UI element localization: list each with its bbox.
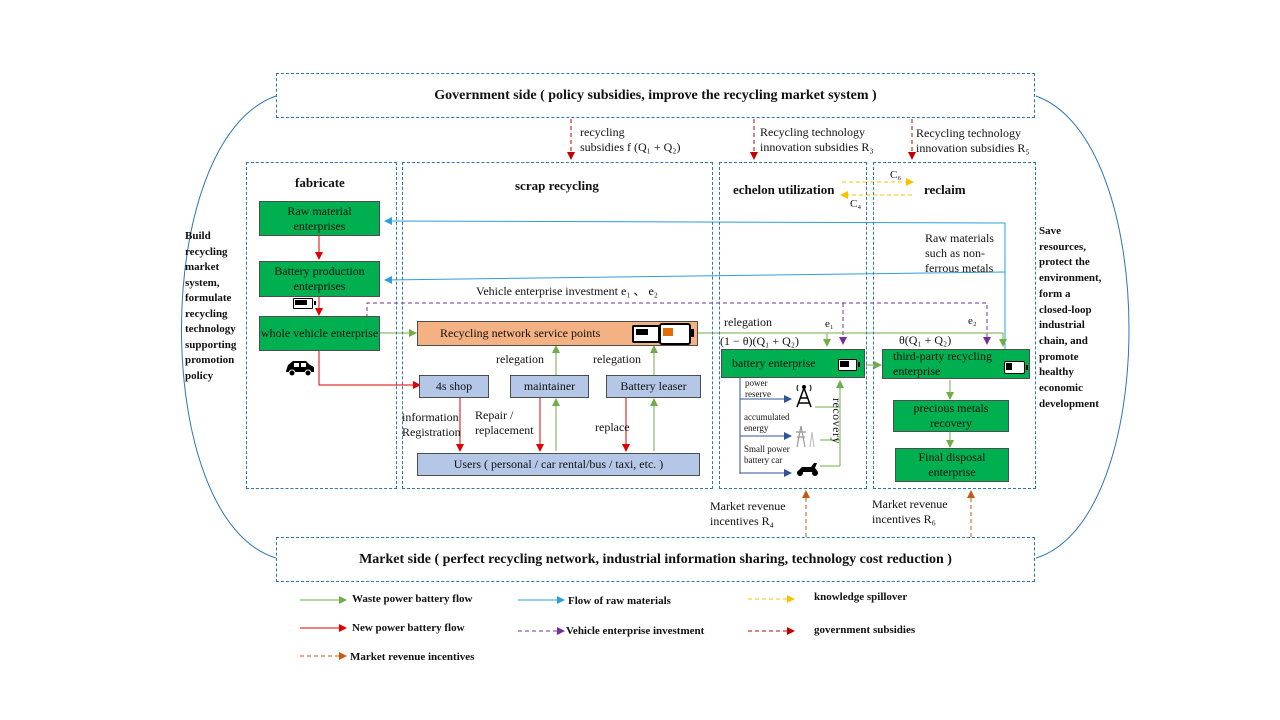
battery-icon (838, 359, 860, 371)
users-box: Users ( personal / car rental/bus / taxi… (417, 453, 700, 476)
legend-government-subsidies: government subsidies (814, 624, 916, 636)
relegation-label: relegation (496, 352, 544, 366)
theta-label: θ(Q₁ + Q₂) (899, 333, 952, 347)
legend-waste-battery-flow: Waste power battery flow (352, 593, 473, 605)
precious-metals-recovery-box: precious metals recovery (893, 400, 1009, 432)
scooter-icon (797, 463, 818, 476)
recovery-label: recovery (830, 398, 844, 444)
government-side-text: Government side ( policy subsidies, impr… (434, 88, 877, 103)
fabricate-title: fabricate (295, 175, 345, 190)
legend-market-revenue-incentives: Market revenue incentives (350, 651, 475, 663)
final-disposal-enterprise-box: Final disposal enterprise (895, 448, 1009, 482)
legend-knowledge-spillover: knowledge spillover (814, 591, 908, 603)
relegation-label: relegation (593, 352, 641, 366)
legend-new-battery-flow: New power battery flow (352, 622, 465, 634)
echelon-utilization-title: echelon utilization (733, 182, 835, 197)
power-pylon-icon (796, 425, 815, 448)
battery-leaser-box: Battery leaser (606, 375, 701, 398)
market-side-text: Market side ( perfect recycling network,… (359, 552, 952, 567)
c4-label: C₄ (850, 198, 862, 210)
echelon-utilization-section (719, 162, 867, 489)
battery-enterprise-label: battery enterprise (732, 356, 816, 370)
fabricate-section (246, 162, 397, 489)
e2-label: e₂ (968, 315, 977, 327)
third-party-recycling-box: third-party recycling enterprise (882, 349, 1030, 379)
third-party-label: third-party recycling enterprise (893, 349, 992, 378)
legend-raw-materials-flow: Flow of raw materials (568, 595, 671, 607)
maintainer-box: maintainer (510, 375, 589, 398)
government-side-box: Government side ( policy subsidies, impr… (276, 73, 1035, 118)
replace-label: replace (595, 420, 630, 434)
recycling-network-label: Recycling network service points (440, 326, 601, 340)
scrap-recycling-title: scrap recycling (515, 178, 599, 193)
one-minus-theta-label: (1 − θ)(Q₁ + Q₂) (720, 334, 799, 348)
4s-shop-box: 4s shop (419, 375, 489, 398)
legend-vehicle-investment: Vehicle enterprise investment (566, 625, 705, 637)
battery-icon (632, 325, 663, 343)
raw-material-enterprises-box: Raw material enterprises (259, 201, 380, 236)
whole-vehicle-enterprise-box: whole vehicle enterprise (259, 316, 380, 351)
relegation-label: relegation (724, 315, 772, 329)
reclaim-section (873, 162, 1036, 489)
battery-icon (659, 323, 694, 345)
car-icon (286, 361, 314, 377)
repair-replacement-label: Repair /replacement (475, 408, 534, 437)
e1-label: e₁ (825, 318, 834, 330)
battery-icon (1004, 361, 1028, 374)
c6-label: C₆ (890, 169, 902, 181)
vehicle-investment-label: Vehicle enterprise investment e₁ 、 e₂ (476, 284, 658, 298)
battery-icon (293, 298, 316, 309)
market-side-box: Market side ( perfect recycling network,… (276, 537, 1035, 582)
scrap-recycling-section (402, 162, 713, 489)
signal-tower-icon (796, 384, 812, 408)
battery-production-enterprises-box: Battery production enterprises (259, 261, 380, 297)
reclaim-title: reclaim (924, 182, 966, 197)
